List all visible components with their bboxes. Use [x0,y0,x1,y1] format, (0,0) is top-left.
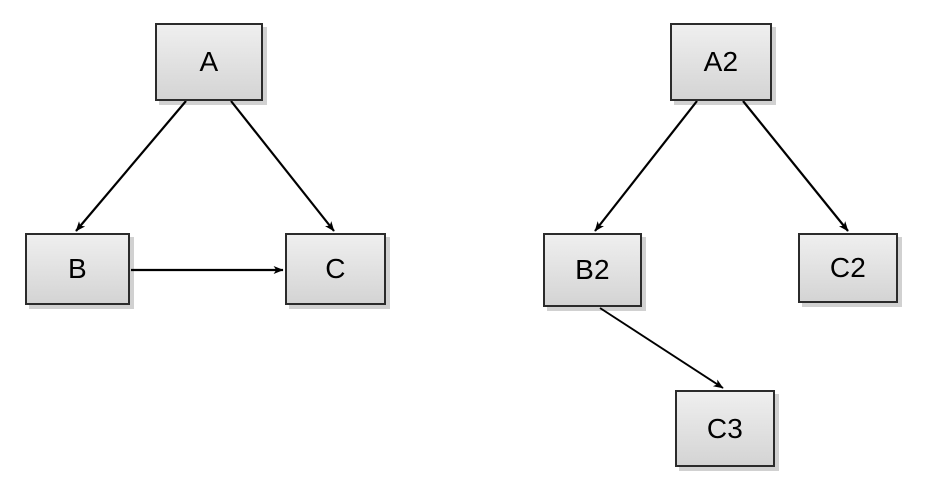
node-b2-label: B2 [575,254,610,285]
edge-a2-to-c2 [742,100,849,232]
edge-b2-to-c3 [599,307,724,389]
node-a2-label: A2 [703,46,739,77]
node-c3[interactable]: C3 [675,390,775,467]
node-c3-label: C3 [706,412,744,444]
node-c2[interactable]: C2 [798,233,898,303]
node-b2[interactable]: B2 [543,233,642,307]
node-b-label: B [68,253,87,284]
node-c2-label: C2 [829,252,867,283]
node-c[interactable]: C [285,233,386,305]
node-c-label: C [325,253,346,284]
edge-a-to-b [75,100,187,232]
node-a2[interactable]: A2 [670,23,772,101]
node-a-label: A [199,46,219,77]
node-a[interactable]: A [155,23,263,101]
edge-a-to-c [230,100,335,232]
edge-a2-to-b2 [594,100,698,232]
node-b[interactable]: B [25,233,130,305]
